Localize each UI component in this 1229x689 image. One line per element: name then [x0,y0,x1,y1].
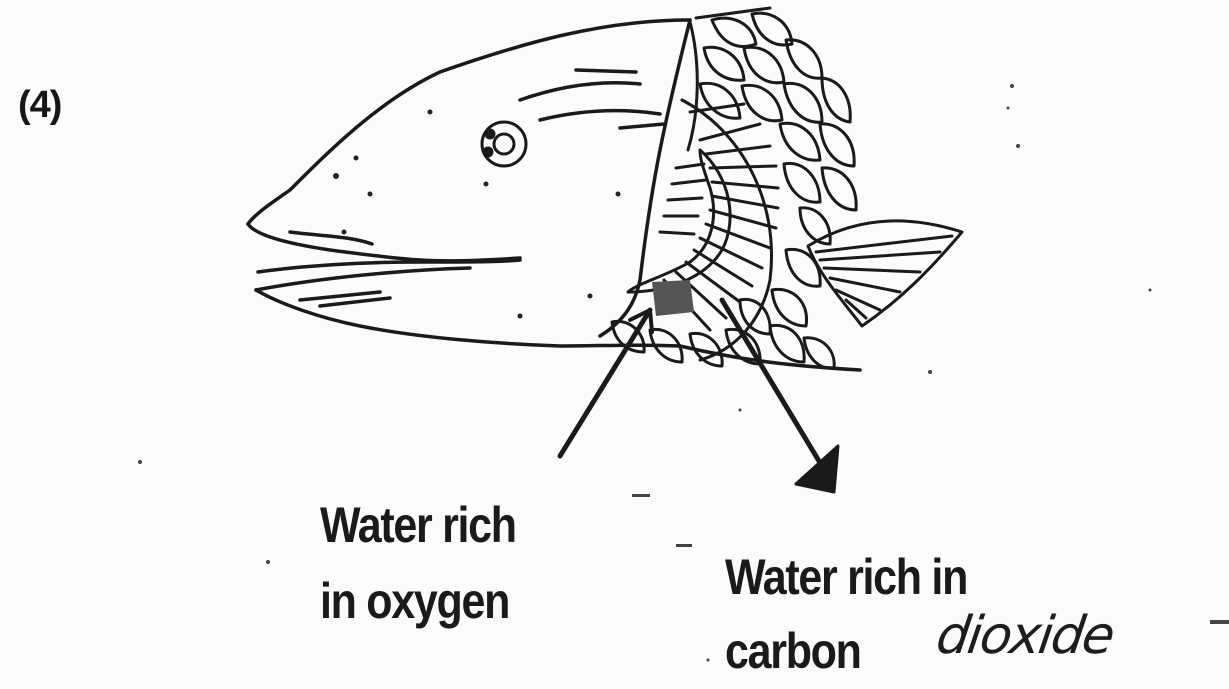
label-oxygen-line2: in oxygen [320,570,509,632]
label-co2-line1: Water rich in [725,546,967,608]
label-co2-handwritten: dioxide [933,606,1117,666]
eye [482,122,526,166]
gill-filaments [660,100,778,360]
question-number: (4) [18,84,61,127]
head-marks [333,110,621,319]
gill-arch [628,150,730,292]
gill-patch [652,280,694,316]
paper-specks [138,84,1229,662]
label-oxygen-line1: Water rich [320,494,516,556]
label-co2-line2: carbon [725,620,861,682]
